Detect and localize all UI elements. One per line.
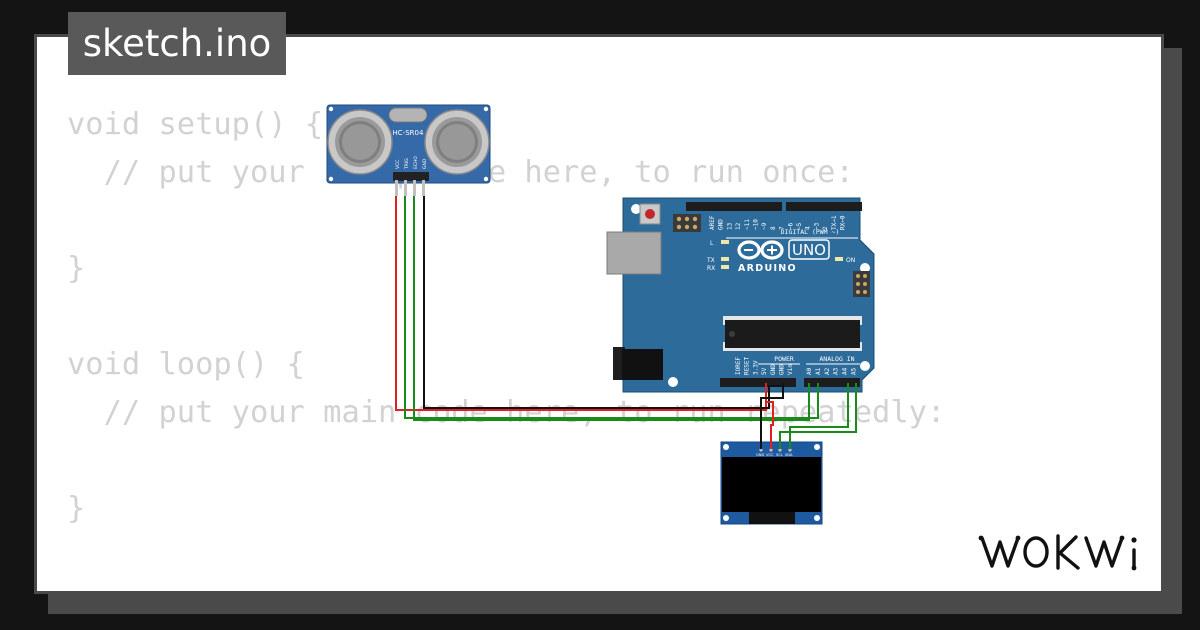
pin-label: AREF bbox=[709, 215, 716, 230]
oled-display[interactable]: GND VCC SCL SDA bbox=[720, 441, 823, 525]
power-jack bbox=[613, 347, 663, 380]
icsp-header-right bbox=[853, 271, 870, 297]
wire-oled-gnd[interactable] bbox=[760, 383, 784, 449]
pin-label: 13 bbox=[726, 222, 733, 230]
pin-label: TX→1 bbox=[831, 215, 838, 230]
atmega-chip bbox=[723, 316, 862, 351]
mounting-hole bbox=[668, 377, 678, 387]
usb-port bbox=[606, 231, 662, 275]
code-line: } bbox=[67, 251, 86, 286]
arduino-model-text: UNO bbox=[792, 241, 826, 259]
oled-screen bbox=[722, 457, 821, 512]
ultrasonic-transducer-right bbox=[424, 109, 490, 175]
oled-pin-label: VCC bbox=[766, 453, 774, 457]
ultrasonic-sensor[interactable]: HC-SR04 VCC TRIG ECHO GND bbox=[326, 104, 491, 196]
pin-label: ~5 bbox=[796, 222, 803, 230]
pin-label: A3 bbox=[833, 367, 840, 375]
ultrasonic-pin-label: VCC bbox=[395, 160, 401, 169]
analog-label: ANALOG IN bbox=[819, 355, 854, 363]
uno-badge bbox=[788, 239, 830, 260]
pin-label: 2 bbox=[822, 226, 829, 230]
arduino-brand-text: ARDUINO bbox=[738, 263, 797, 274]
sketch-filename-tab[interactable]: sketch.ino bbox=[68, 12, 286, 75]
pin-label: ~11 bbox=[744, 219, 751, 230]
pin-label: ~9 bbox=[761, 222, 768, 230]
pin-label: 12 bbox=[735, 222, 742, 230]
power-label: POWER bbox=[774, 355, 794, 363]
led-tx-label: TX bbox=[706, 257, 715, 264]
ultrasonic-pin-label: TRIG bbox=[404, 158, 410, 170]
wokwi-logo bbox=[978, 534, 1137, 571]
pin-label: RESET bbox=[744, 357, 751, 375]
mounting-hole bbox=[860, 263, 870, 273]
pin-label: 4 bbox=[805, 226, 812, 230]
pin-label: Vin bbox=[787, 364, 794, 375]
pin-label: ~3 bbox=[813, 222, 820, 230]
pin-label: 3.3V bbox=[752, 360, 759, 375]
code-line: void loop() { bbox=[67, 347, 305, 382]
ultrasonic-pin-label: ECHO bbox=[413, 156, 419, 169]
preview-card bbox=[34, 34, 1164, 594]
mounting-hole bbox=[631, 204, 641, 214]
pin-label: 7 bbox=[779, 226, 786, 230]
pin-label: A4 bbox=[842, 367, 849, 375]
on-led-label: ON bbox=[846, 257, 855, 264]
pin-label: 8 bbox=[770, 226, 777, 230]
digital-header bbox=[686, 202, 862, 211]
wires bbox=[395, 196, 857, 449]
pin-label: A0 bbox=[806, 367, 813, 375]
wire-oled-scl[interactable] bbox=[779, 383, 857, 449]
ultrasonic-transducer-left bbox=[327, 109, 393, 175]
ultrasonic-label: HC-SR04 bbox=[393, 129, 424, 137]
pin-label: RX←0 bbox=[840, 215, 847, 230]
arduino-logo: ARDUINO bbox=[737, 240, 797, 274]
pin-label: GND bbox=[779, 364, 786, 375]
pin-label: ~6 bbox=[787, 222, 794, 230]
pin-label: A1 bbox=[815, 367, 822, 375]
oled-pin-label: GND bbox=[756, 453, 764, 457]
status-leds: L TX RX ON bbox=[706, 240, 855, 272]
analog-header bbox=[804, 378, 860, 387]
mounting-hole bbox=[860, 361, 870, 371]
pin-label: GND bbox=[718, 219, 725, 230]
led-l-label: L bbox=[710, 240, 714, 247]
pin-label: GND bbox=[770, 364, 777, 375]
code-line: // put your main code here, to run repea… bbox=[67, 395, 946, 430]
pin-label: A5 bbox=[851, 367, 858, 375]
ultrasonic-pin-label: GND bbox=[422, 158, 428, 169]
oled-pin-label: SCL bbox=[776, 453, 783, 457]
code-line: } bbox=[67, 491, 86, 526]
power-header bbox=[720, 378, 796, 387]
pin-label: ~10 bbox=[753, 219, 760, 230]
oled-pin-label: SDA bbox=[785, 453, 793, 457]
digital-label: DIGITAL (PWM ~) bbox=[781, 228, 840, 236]
reset-button[interactable] bbox=[639, 203, 661, 225]
pin-label: IOREF bbox=[735, 357, 742, 375]
led-rx-label: RX bbox=[707, 265, 715, 272]
wire-sensor-echo[interactable] bbox=[413, 196, 810, 421]
wire-sensor-trig[interactable] bbox=[404, 196, 819, 419]
pin-label: 5V bbox=[761, 367, 768, 375]
pin-label: A2 bbox=[824, 367, 831, 375]
code-line: void setup() { bbox=[67, 107, 324, 142]
wire-oled-sda[interactable] bbox=[789, 383, 849, 449]
icsp-header-top bbox=[673, 214, 701, 232]
